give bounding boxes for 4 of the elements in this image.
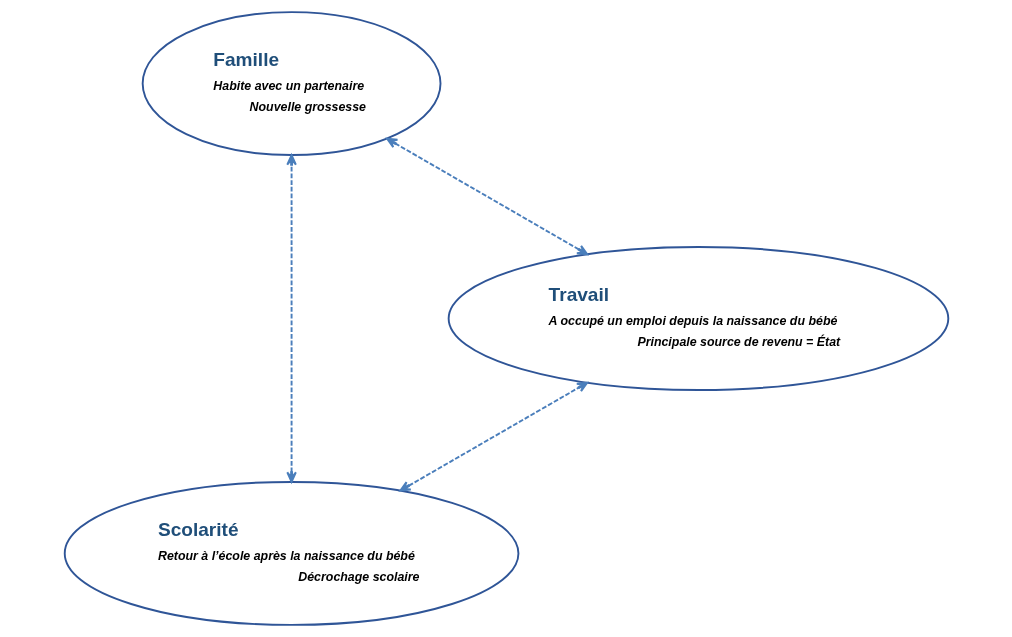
arrow xyxy=(285,154,297,483)
arrow xyxy=(385,137,588,256)
arrow xyxy=(398,381,588,492)
node-ellipse: Famille Habite avec un partenaire Nouvelle grossesse xyxy=(141,11,441,157)
